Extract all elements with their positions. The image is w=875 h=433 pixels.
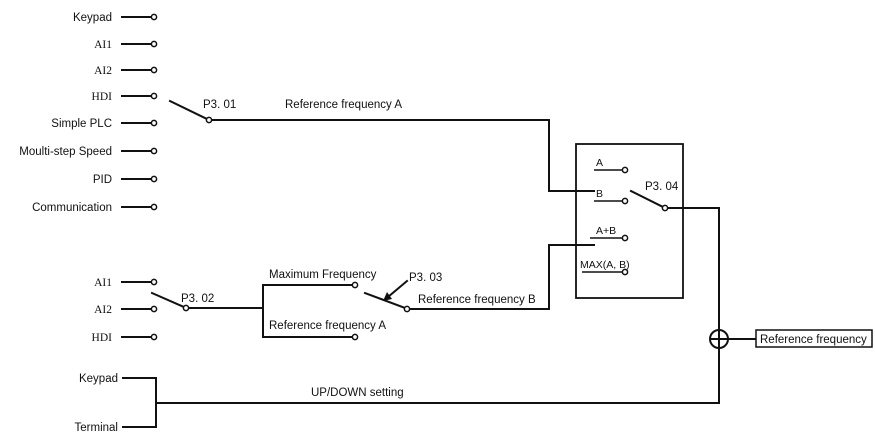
combiner-opt-max-terminal <box>621 268 629 276</box>
ref-freq-a-bottom-label: Reference frequency A <box>269 320 386 332</box>
input-a-plc-terminal <box>150 119 158 127</box>
input-a-pid-terminal <box>150 175 158 183</box>
input-a-ai1-label: AI1 <box>94 39 112 51</box>
input-a-keypad-label: Keypad <box>73 12 112 24</box>
input-a-ai2-label: AI2 <box>94 65 112 77</box>
ref-freq-b-label: Reference frequency B <box>418 294 536 306</box>
input-a-comm-terminal <box>150 203 158 211</box>
switch-p304-pivot <box>661 204 669 212</box>
input-a-multistep-terminal <box>150 147 158 155</box>
switch-p304-label: P3. 04 <box>645 181 679 193</box>
switch-p301-label: P3. 01 <box>203 99 236 111</box>
combiner-opt-a-terminal <box>621 166 629 174</box>
combiner-opt-apb-label: A+B <box>596 225 616 237</box>
switch-p302: P3. 02 <box>150 291 214 312</box>
switch-p302-label: P3. 02 <box>181 293 214 305</box>
switch-p304-blade <box>629 189 665 209</box>
switch-p301-blade <box>168 99 209 121</box>
ref-freq-b-line <box>409 244 595 310</box>
combiner-output-line <box>667 207 720 331</box>
input-a-ai2-terminal <box>150 66 158 74</box>
updown-label: UP/DOWN setting <box>311 387 404 399</box>
output-box <box>755 329 873 348</box>
ref-freq-a-bottom-terminal <box>351 333 359 341</box>
input-a-ai1-terminal <box>150 40 158 48</box>
input-a-hdi-label: HDI <box>92 91 113 103</box>
combiner-frame <box>575 143 684 299</box>
max-freq-terminal <box>351 281 359 289</box>
input-group-c: Keypad Terminal <box>75 373 157 433</box>
max-freq-label: Maximum Frequency <box>269 269 377 281</box>
updown-line <box>155 347 720 404</box>
input-b-ai1-terminal <box>150 278 158 286</box>
switch-p303-pivot <box>403 305 411 313</box>
input-c-terminal-label: Terminal <box>75 422 118 433</box>
combiner-box: A B A+B MAX(A, B) P3. 04 <box>575 143 684 299</box>
combiner-opt-b-label: B <box>596 188 603 200</box>
ref-freq-a-top-label: Reference frequency A <box>285 99 402 111</box>
combiner-opt-a-label: A <box>596 157 603 169</box>
switch-p302-blade <box>150 291 186 309</box>
input-a-plc-label: Simple PLC <box>51 118 112 130</box>
input-b-hdi-label: HDI <box>92 332 113 344</box>
switch-p303: P3. 03 <box>363 272 442 313</box>
switch-p303-label: P3. 03 <box>409 272 442 284</box>
input-a-hdi-terminal <box>150 92 158 100</box>
switch-p301-pivot <box>205 116 213 124</box>
p303-arrow-shaft <box>386 279 409 299</box>
input-a-pid-label: PID <box>93 174 112 186</box>
combiner-opt-b-terminal <box>621 197 629 205</box>
input-b-ai1-label: AI1 <box>94 277 112 289</box>
input-a-comm-label: Communication <box>32 202 112 214</box>
input-a-multistep-label: Moulti-step Speed <box>19 146 112 158</box>
combiner-opt-max-label: MAX(A, B) <box>580 259 630 271</box>
switch-p302-pivot <box>182 304 190 312</box>
p303-arrow-head <box>383 292 392 301</box>
input-b-ai2-terminal <box>150 305 158 313</box>
input-group-b: AI1 AI2 HDI <box>92 277 158 344</box>
ref-freq-a-line <box>211 119 595 192</box>
summing-junction <box>709 329 729 349</box>
input-b-ai2-label: AI2 <box>94 304 112 316</box>
input-c-keypad-label: Keypad <box>79 373 118 385</box>
input-b-hdi-terminal <box>150 333 158 341</box>
combiner-opt-apb-terminal <box>621 234 629 242</box>
input-a-keypad-terminal <box>150 13 158 21</box>
input-group-a: Keypad AI1 AI2 HDI Simple PLC Moulti-ste… <box>19 12 158 214</box>
output-label: Reference frequency <box>760 334 867 346</box>
